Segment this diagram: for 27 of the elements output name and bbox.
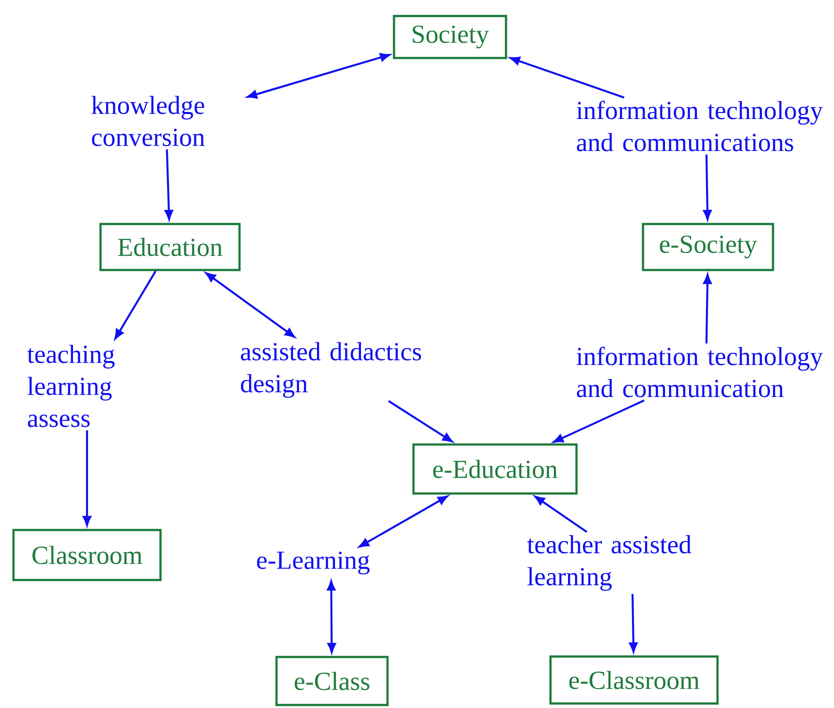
arrow [703, 154, 712, 220]
process-box: e-Society [642, 222, 774, 272]
process-box: Classroom [12, 528, 162, 582]
arrow [510, 56, 624, 98]
arrow [206, 272, 295, 338]
process-box: Society [392, 14, 508, 60]
process-box: e-Education [412, 443, 578, 495]
arrow [534, 496, 588, 533]
arrow [553, 400, 645, 443]
process-box: e-Classroom [549, 655, 719, 705]
concept-label: teaching learning assess [27, 344, 115, 428]
process-box: Education [99, 222, 241, 272]
concept-label: teacher assisted learning [527, 535, 692, 591]
concept-label: information technology and communication [576, 346, 823, 398]
arrow [327, 580, 336, 653]
arrow [388, 400, 453, 442]
concept-label: information technology and communications [576, 100, 823, 152]
arrow [247, 53, 390, 99]
arrow [703, 274, 712, 344]
concept-label: knowledge conversion [92, 96, 205, 146]
concept-label: e-Learning [257, 552, 370, 574]
arrow [359, 496, 448, 548]
arrow [629, 594, 638, 652]
arrow [82, 430, 92, 526]
arrow [114, 270, 156, 340]
process-box: e-Class [275, 656, 389, 706]
concept-label: assisted didactics design [240, 342, 422, 398]
